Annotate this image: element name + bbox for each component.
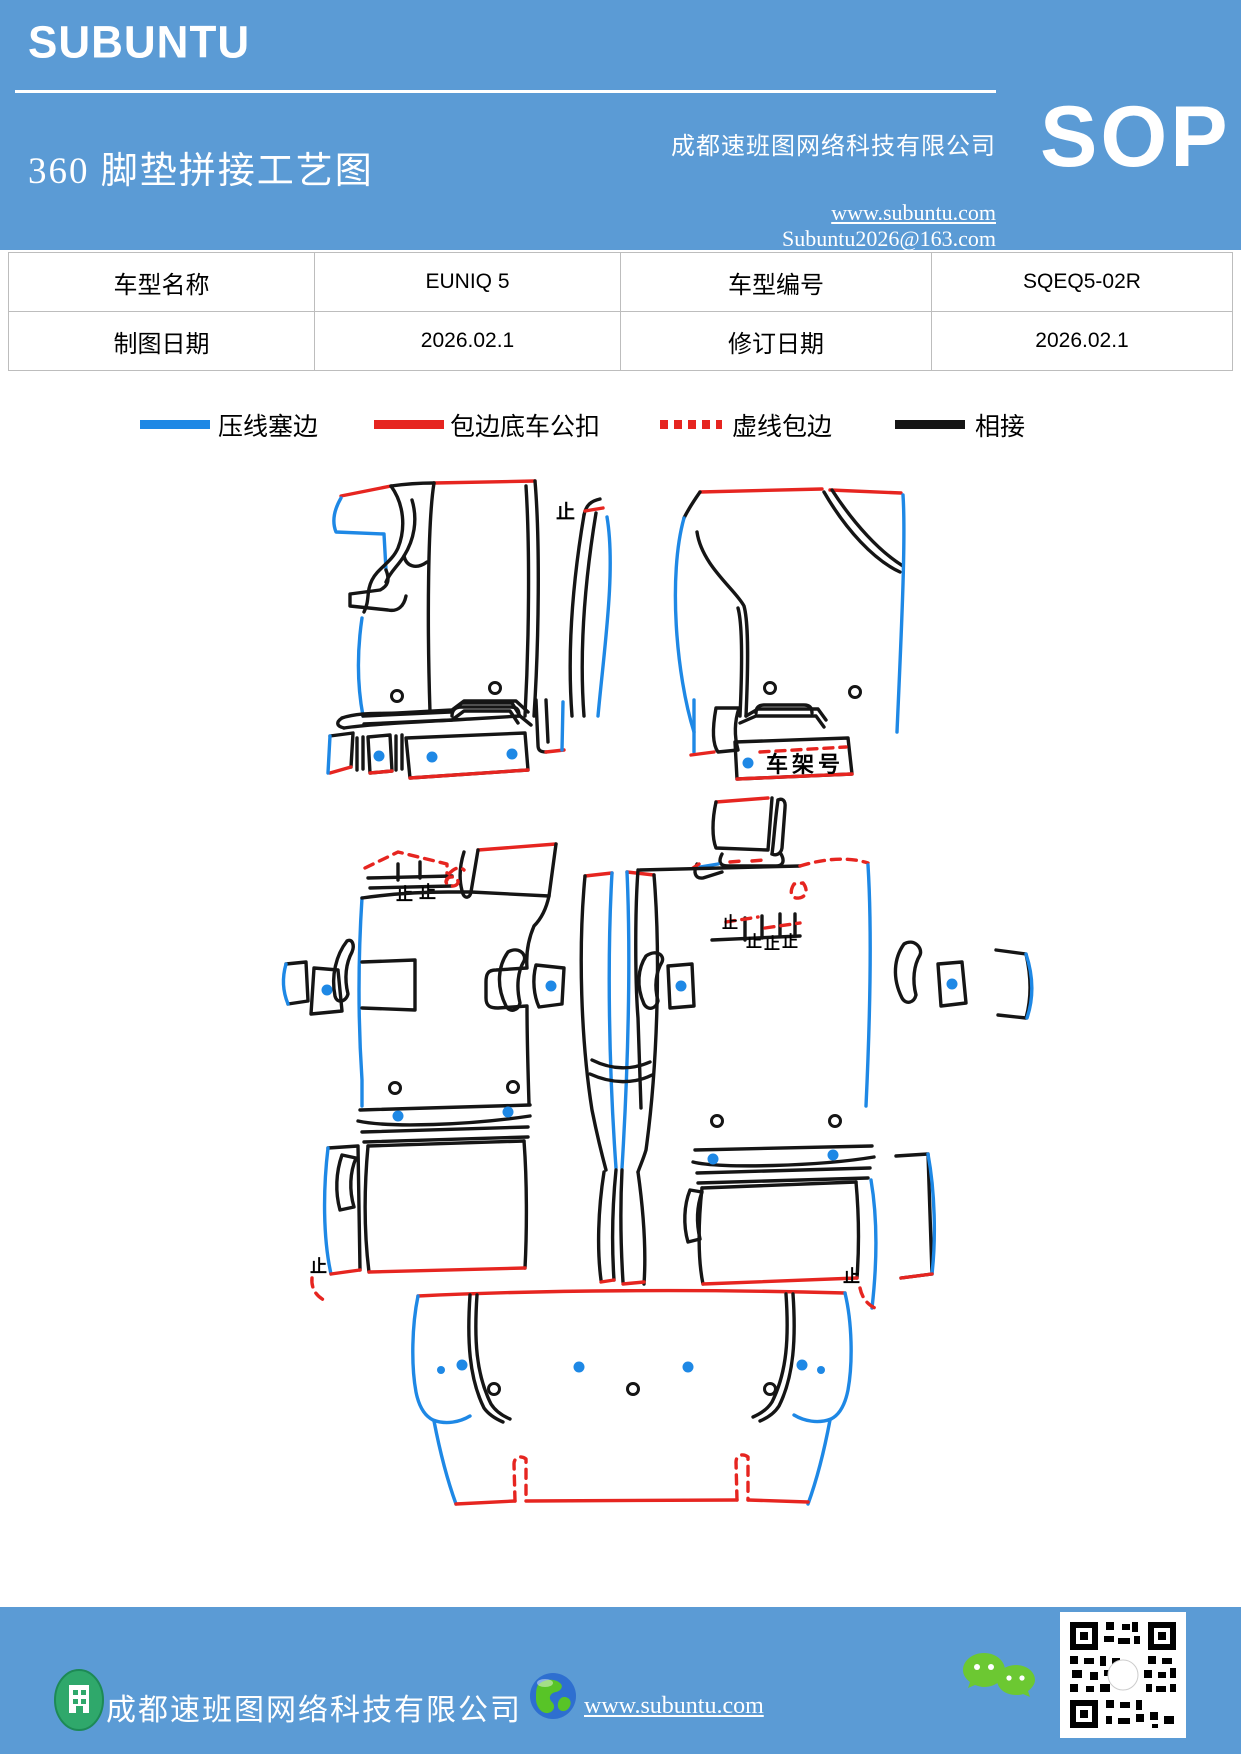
vehicle-info-table: 车型名称 EUNIQ 5 车型编号 SQEQ5-02R 制图日期 2026.02…	[8, 252, 1233, 371]
center-tunnel-mat	[579, 870, 660, 1286]
table-row: 制图日期 2026.02.1 修订日期 2026.02.1	[8, 311, 1233, 371]
model-code-value: SQEQ5-02R	[931, 252, 1233, 312]
header-band: SUBUNTU 360 脚垫拼接工艺图 成都速班图网络科技有限公司 www.su…	[0, 0, 1241, 251]
stop-mark: 止	[746, 932, 762, 951]
draw-date-label: 制图日期	[8, 311, 315, 371]
red-dashed-swatch	[660, 420, 722, 429]
footer-website-link[interactable]: www.subuntu.com	[584, 1693, 764, 1719]
revise-date-label: 修订日期	[620, 311, 932, 371]
black-line-swatch	[895, 420, 965, 429]
table-row: 车型名称 EUNIQ 5 车型编号 SQEQ5-02R	[8, 252, 1233, 312]
qr-code	[1060, 1612, 1186, 1738]
legend-label: 虚线包边	[732, 414, 833, 441]
globe-icon	[530, 1673, 576, 1719]
wechat-icon	[963, 1653, 1035, 1697]
stop-mark: 止	[764, 934, 780, 953]
footer-band: 成都速班图网络科技有限公司 www.subuntu.com	[0, 1607, 1241, 1754]
sop-badge: SOP	[1040, 89, 1231, 185]
header-divider	[15, 90, 996, 93]
headrest-piece	[691, 796, 787, 880]
footer-company-name: 成都速班图网络科技有限公司	[106, 1694, 522, 1727]
legend-label: 压线塞边	[218, 414, 319, 441]
website-link[interactable]: www.subuntu.com	[831, 200, 996, 225]
model-code-label: 车型编号	[620, 252, 932, 312]
revise-date-value: 2026.02.1	[931, 311, 1233, 371]
legend-label: 相接	[975, 414, 1026, 441]
red-line-swatch	[374, 420, 444, 429]
front-right-mat: 车架号	[673, 487, 906, 781]
model-name-value: EUNIQ 5	[314, 252, 621, 312]
stop-mark: 止	[722, 913, 738, 932]
brand-logo: SUBUNTU	[28, 17, 251, 68]
blue-line-swatch	[140, 420, 210, 429]
rear-right-mat: 止 止 止 止	[634, 857, 1034, 1310]
stop-mark: 止	[843, 1266, 860, 1286]
trunk-mat	[411, 1288, 853, 1506]
building-icon	[54, 1669, 104, 1731]
mat-pattern-diagram: 止	[281, 479, 1034, 1506]
front-left-mat: 止	[326, 479, 612, 780]
page-title: 360 脚垫拼接工艺图	[28, 151, 374, 192]
legend-label: 包边底车公扣	[450, 414, 601, 441]
email-text: Subuntu2026@163.com	[782, 226, 996, 251]
model-name-label: 车型名称	[8, 252, 315, 312]
rear-left-mat: 止 止	[281, 842, 566, 1302]
stop-mark: 止	[782, 932, 798, 951]
stop-mark: 止	[556, 501, 575, 523]
stop-mark: 止	[310, 1256, 327, 1276]
vin-label: 车架号	[766, 752, 844, 777]
company-name: 成都速班图网络科技有限公司	[671, 134, 996, 160]
draw-date-value: 2026.02.1	[314, 311, 621, 371]
